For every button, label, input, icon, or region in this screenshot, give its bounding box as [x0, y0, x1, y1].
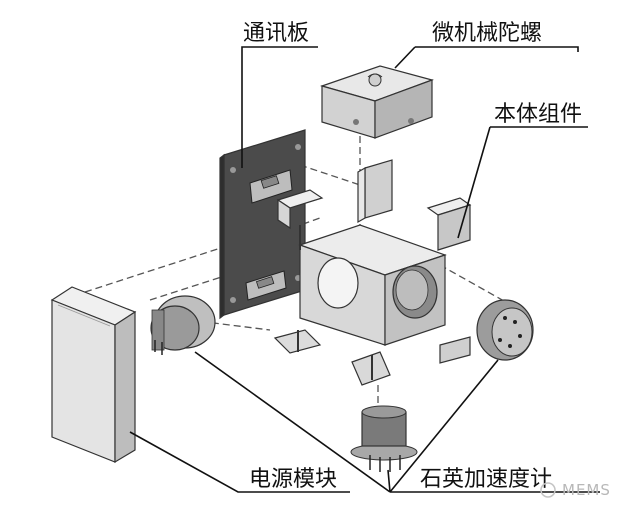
quartz-accelerometer-left-part: [150, 295, 216, 355]
label-body-assembly: 本体组件: [494, 102, 582, 127]
label-comm-board: 通讯板: [243, 21, 309, 46]
leader-lines: [129, 46, 600, 493]
label-power-module: 电源模块: [249, 467, 337, 492]
watermark-logo-icon: [540, 482, 556, 498]
quartz-accelerometer-right-part: [476, 299, 534, 361]
watermark-text: MEMS: [562, 481, 611, 499]
label-quartz-accelerometer: 石英加速度计: [420, 467, 552, 492]
mems-gyro-part: [319, 65, 434, 139]
label-mems-gyro: 微机械陀螺: [432, 21, 542, 46]
quartz-accelerometer-bottom-part: [350, 405, 418, 472]
watermark: MEMS: [540, 481, 611, 499]
body-assembly-part: [273, 159, 472, 386]
comm-board-part: [219, 129, 306, 320]
power-module-part: [50, 286, 137, 464]
